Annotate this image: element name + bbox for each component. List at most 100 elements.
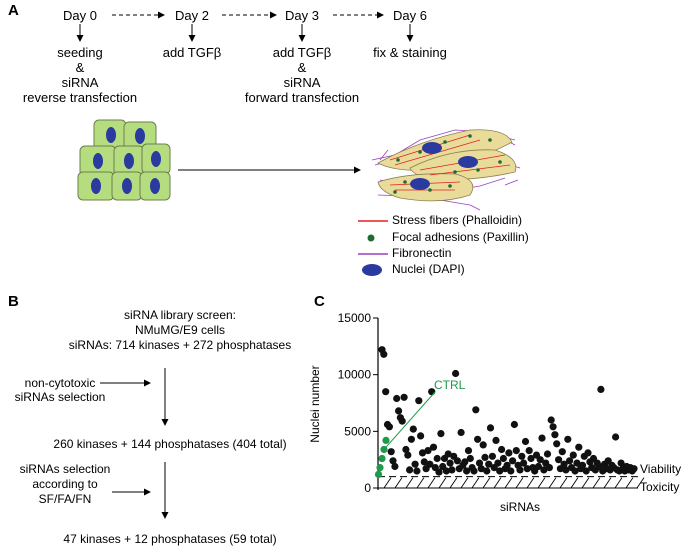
- timeline-day3: Day 3: [285, 8, 319, 23]
- hatch-mark: [559, 477, 568, 489]
- panel-b-letter: B: [8, 293, 19, 310]
- day3-step-1: add TGFβ: [272, 45, 332, 60]
- data-point: [433, 454, 441, 463]
- data-point: [545, 464, 554, 472]
- data-point: [402, 445, 410, 454]
- result2: 47 kinases + 12 phosphatases (59 total): [63, 532, 277, 546]
- hatch-mark: [581, 477, 590, 489]
- mesenchymal-cells: [371, 129, 521, 211]
- ctrl-point: [382, 436, 390, 444]
- step2-label-2: according to: [32, 477, 98, 491]
- data-point: [457, 428, 465, 437]
- hatch-mark: [625, 477, 634, 489]
- legend-icons: [358, 220, 388, 276]
- data-point: [385, 423, 393, 431]
- day0-step-1: seeding: [57, 45, 103, 60]
- data-point: [575, 443, 583, 451]
- data-point: [573, 459, 581, 467]
- data-point: [494, 459, 502, 467]
- data-point: [442, 467, 450, 475]
- data-point: [534, 462, 543, 471]
- data-point: [562, 466, 570, 474]
- data-point: [415, 397, 423, 405]
- y-tick-label: 10000: [338, 368, 372, 382]
- data-point: [510, 420, 518, 429]
- y-tick-label: 0: [364, 481, 371, 495]
- hatch-mark: [515, 477, 524, 489]
- hatch-mark: [405, 477, 414, 489]
- data-point: [474, 435, 482, 443]
- ctrl-point: [374, 470, 383, 478]
- data-point: [560, 460, 568, 468]
- data-point: [525, 447, 533, 455]
- data-point: [413, 467, 421, 475]
- data-point: [578, 461, 587, 469]
- screen-header-1: siRNA library screen:: [123, 308, 237, 322]
- data-point: [418, 449, 427, 457]
- data-point: [558, 448, 566, 456]
- timeline-day0: Day 0: [63, 8, 97, 23]
- data-point: [483, 467, 491, 475]
- legend-stress-fibers: Stress fibers (Phalloidin): [392, 213, 523, 227]
- data-point: [475, 459, 484, 467]
- data-point: [461, 458, 469, 466]
- step2-label-1: siRNAs selection: [19, 462, 111, 476]
- data-point: [485, 460, 493, 468]
- data-point: [553, 440, 561, 448]
- data-point: [395, 407, 403, 415]
- data-point: [520, 459, 528, 467]
- data-point: [536, 456, 544, 464]
- toxicity-label: Toxicity: [640, 480, 680, 494]
- hatch-mark: [548, 477, 557, 489]
- data-point: [400, 393, 408, 401]
- hatch-mark: [526, 477, 535, 489]
- data-point: [391, 462, 399, 471]
- hatch-mark: [449, 477, 458, 489]
- timeline-day6: Day 6: [393, 8, 427, 23]
- data-point: [527, 454, 535, 463]
- hatch-mark: [482, 477, 491, 489]
- data-point: [417, 432, 425, 440]
- data-point: [448, 466, 456, 474]
- day3-step-3: siRNA: [283, 75, 321, 90]
- data-point: [477, 465, 485, 473]
- data-point: [486, 424, 495, 432]
- data-point: [538, 434, 546, 442]
- hatch-mark: [504, 477, 513, 489]
- timeline-arrows: [76, 11, 414, 42]
- hatch-mark: [416, 477, 425, 489]
- day0-step-3: siRNA: [61, 75, 99, 90]
- data-point: [453, 457, 461, 465]
- data-point: [393, 394, 401, 403]
- hatch-mark: [427, 477, 436, 489]
- hatch-mark: [394, 477, 403, 489]
- data-point: [452, 369, 460, 378]
- hatch-mark: [383, 477, 392, 489]
- data-point: [499, 454, 507, 463]
- hatch-mark: [493, 477, 502, 489]
- data-point: [512, 447, 520, 455]
- screen-header-2: NMuMG/E9 cells: [134, 323, 226, 337]
- data-point: [444, 450, 452, 458]
- data-point: [507, 467, 515, 475]
- data-point: [406, 466, 414, 474]
- step1-label-2: siRNAs selection: [14, 390, 106, 404]
- hatch-mark: [592, 477, 601, 489]
- data-point: [551, 431, 559, 439]
- hatch-mark: [460, 477, 469, 489]
- timeline-day2: Day 2: [175, 8, 209, 23]
- data-point: [382, 388, 390, 396]
- data-point: [571, 467, 579, 475]
- ctrl-leader: [383, 391, 436, 450]
- screen-header-3: siRNAs: 714 kinases + 272 phosphatases: [68, 338, 292, 352]
- data-point: [617, 459, 625, 467]
- panel-a-letter: A: [8, 2, 19, 19]
- data-point: [387, 448, 395, 456]
- data-point: [566, 457, 574, 465]
- result1: 260 kinases + 144 phosphatases (404 tota…: [53, 437, 287, 451]
- data-point: [420, 458, 428, 466]
- data-point: [540, 466, 548, 474]
- data-point: [582, 467, 590, 475]
- data-point: [505, 449, 513, 457]
